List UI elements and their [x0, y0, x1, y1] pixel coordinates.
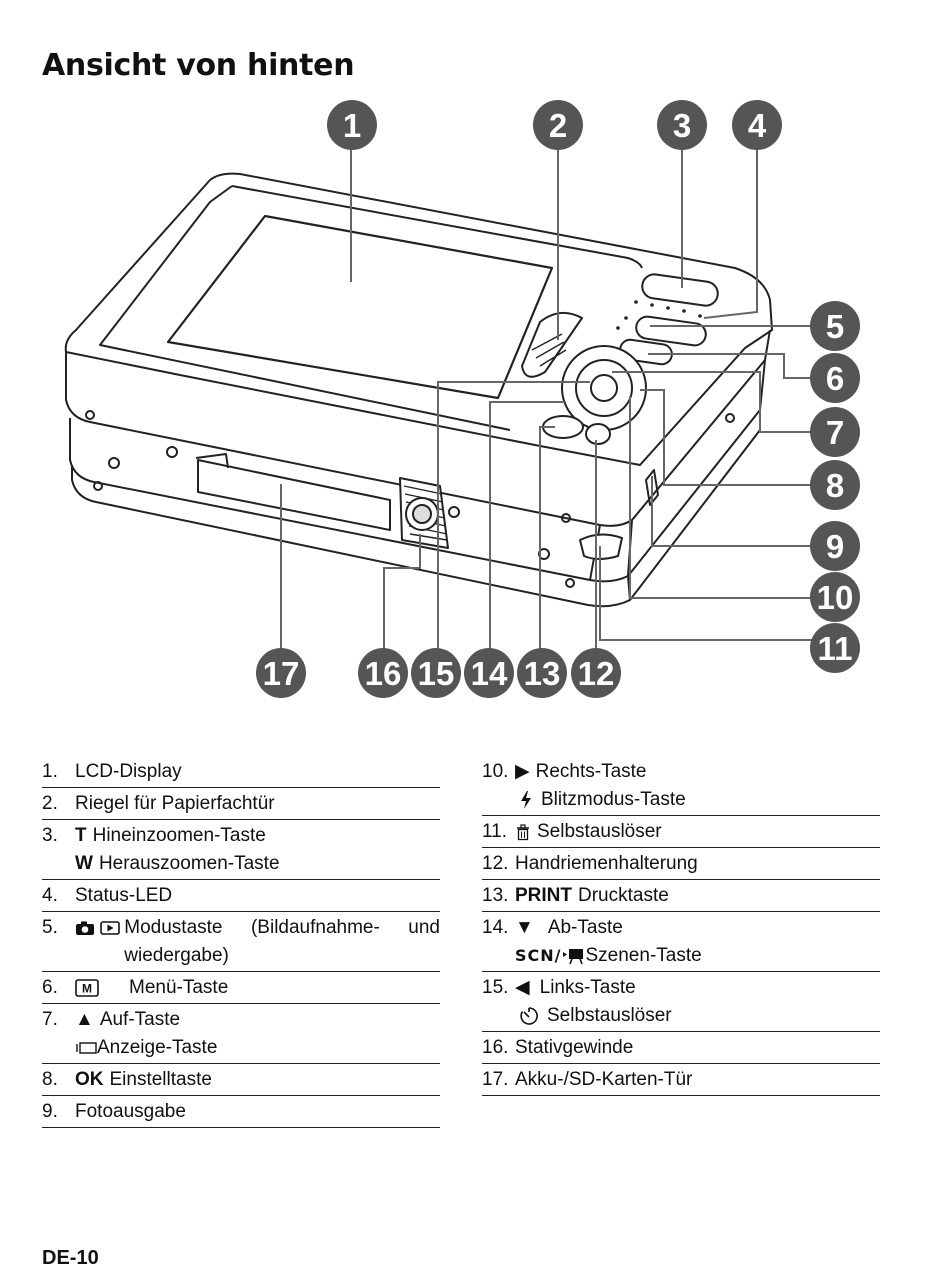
- svg-text:1: 1: [343, 107, 361, 144]
- camera-body: [64, 172, 773, 608]
- svg-text:4: 4: [748, 107, 767, 144]
- callout-1: 1: [327, 100, 377, 150]
- svg-text:12: 12: [578, 655, 615, 692]
- callout-6: 6: [810, 353, 860, 403]
- callout-12: 12: [571, 648, 621, 698]
- scn-symbol: SCN/: [515, 946, 562, 965]
- svg-text:15: 15: [418, 655, 455, 692]
- svg-text:16: 16: [365, 655, 402, 692]
- callout-13: 13: [517, 648, 567, 698]
- page-title: Ansicht von hinten: [42, 48, 355, 83]
- menu-icon: M: [75, 979, 99, 997]
- callout-badges: 1 2 3 4 5 6 7 8 9 10 11 12 13 14 15 16 1…: [256, 100, 860, 698]
- list-item: 14.▼Ab-Taste SCN/Szenen-Taste: [482, 912, 880, 972]
- callout-11: 11: [810, 623, 860, 673]
- zoom-t-symbol: T: [75, 825, 87, 846]
- list-item: 7.▲Auf-Taste Anzeige-Taste: [42, 1004, 440, 1064]
- svg-text:11: 11: [818, 630, 853, 667]
- page-number: DE-10: [42, 1247, 99, 1269]
- callout-14: 14: [464, 648, 514, 698]
- list-item: 12.Handriemenhalterung: [482, 848, 880, 880]
- flash-icon: [521, 791, 531, 809]
- svg-text:M: M: [82, 981, 92, 995]
- callout-7: 7: [810, 407, 860, 457]
- print-symbol: PRINT: [515, 885, 572, 906]
- svg-text:13: 13: [524, 655, 561, 692]
- svg-text:10: 10: [817, 579, 854, 616]
- camera-icon: [76, 921, 94, 935]
- playback-icon: [100, 921, 121, 935]
- movie-icon: [562, 949, 583, 965]
- list-item: 10.▶Rechts-Taste Blitzmodus-Taste: [482, 756, 880, 816]
- callout-15: 15: [411, 648, 461, 698]
- self-timer-icon: [520, 1007, 538, 1025]
- list-item: 15.◀Links-Taste Selbstauslöser: [482, 972, 880, 1032]
- delete-icon: [517, 824, 529, 841]
- legend-right-column: 10.▶Rechts-Taste Blitzmodus-Taste 11. Se…: [482, 756, 880, 1096]
- left-arrow-icon: ◀: [515, 977, 530, 998]
- callout-2: 2: [533, 100, 583, 150]
- callout-5: 5: [810, 301, 860, 351]
- list-item: 11. Selbstauslöser: [482, 816, 880, 848]
- right-arrow-icon: ▶: [515, 761, 530, 782]
- list-item: 1.LCD-Display: [42, 756, 440, 788]
- svg-text:17: 17: [263, 655, 300, 692]
- callout-17: 17: [256, 648, 306, 698]
- callout-4: 4: [732, 100, 782, 150]
- list-item: 6. M Menü-Taste: [42, 972, 440, 1004]
- display-icon: [76, 1042, 97, 1054]
- callout-9: 9: [810, 521, 860, 571]
- svg-text:6: 6: [826, 360, 844, 397]
- zoom-w-symbol: W: [75, 853, 93, 874]
- ok-symbol: OK: [75, 1069, 104, 1090]
- callout-3: 3: [657, 100, 707, 150]
- svg-text:9: 9: [826, 528, 844, 565]
- list-item: 16.Stativgewinde: [482, 1032, 880, 1064]
- svg-text:3: 3: [673, 107, 691, 144]
- camera-rear-diagram: 1 2 3 4 5 6 7 8 9 10 11 12 13 14 15 16 1…: [64, 100, 860, 698]
- svg-text:8: 8: [826, 467, 844, 504]
- callout-10: 10: [810, 572, 860, 622]
- svg-text:14: 14: [471, 655, 508, 692]
- legend-left-column: 1.LCD-Display 2.Riegel für Papierfachtür…: [42, 756, 440, 1128]
- up-arrow-icon: ▲: [75, 1009, 94, 1030]
- callout-lines: [280, 148, 812, 650]
- down-arrow-icon: ▼: [515, 917, 534, 938]
- list-item: 2.Riegel für Papierfachtür: [42, 788, 440, 820]
- callout-16: 16: [358, 648, 408, 698]
- svg-text:2: 2: [549, 107, 567, 144]
- callout-8: 8: [810, 460, 860, 510]
- list-item: 4.Status-LED: [42, 880, 440, 912]
- svg-text:5: 5: [826, 308, 844, 345]
- list-item: 17.Akku-/SD-Karten-Tür: [482, 1064, 880, 1096]
- svg-text:7: 7: [826, 414, 844, 451]
- list-item: 9.Fotoausgabe: [42, 1096, 440, 1128]
